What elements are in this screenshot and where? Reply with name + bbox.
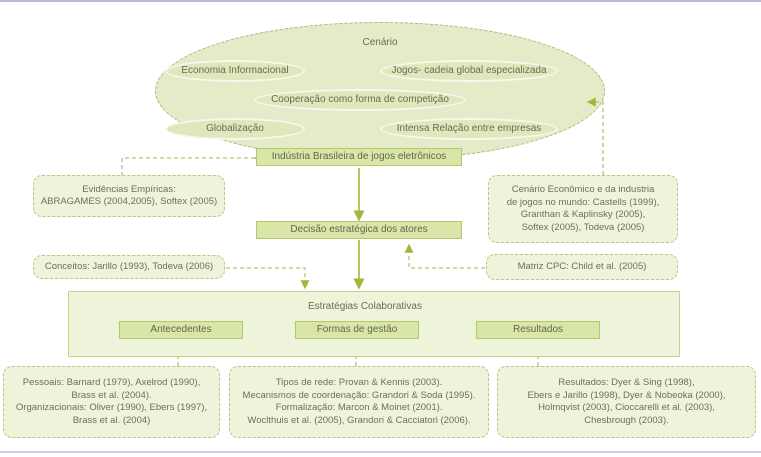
reference-line: Brass et al. (2004)	[72, 414, 151, 426]
reference-line: Ebers e Jarillo (1998), Dyer & Nobeoka (…	[527, 389, 726, 401]
link-concepts-strategies	[226, 267, 310, 290]
link-cpc-decision	[404, 243, 485, 269]
stage-formas-de-gestao: Formas de gestão	[295, 321, 419, 339]
reference-line: Resultados: Dyer & Sing (1998),	[558, 377, 695, 388]
stage-antecedentes: Antecedentes	[119, 321, 243, 339]
reference-line: Brass et al. (2004).	[71, 389, 152, 401]
reference-line: Formalização: Marcon & Moinet (2001).	[275, 402, 443, 413]
management-references: Tipos de rede: Provan & Kennis (2003). M…	[229, 366, 489, 438]
link-economic-scenario	[586, 97, 604, 175]
stage-resultados: Resultados	[476, 321, 600, 339]
scenario-item: Globalização	[165, 118, 305, 140]
reference-line: Woclthuis et al. (2005), Grandori & Cacc…	[247, 414, 471, 426]
cpc-box: Matriz CPC: Child et al. (2005)	[486, 254, 678, 280]
economic-line: Cenário Econômico e da industria	[511, 184, 655, 195]
concepts-box: Conceitos: Jarillo (1993), Todeva (2006)	[33, 255, 225, 279]
reference-line: Holmqvist (2003), Cioccarelli et al. (20…	[538, 402, 715, 413]
reference-line: Tipos de rede: Provan & Kennis (2003).	[275, 377, 443, 388]
results-references: Resultados: Dyer & Sing (1998), Ebers e …	[497, 366, 756, 438]
economic-box: Cenário Econômico e da industria de jogo…	[488, 175, 678, 243]
reference-line: Organizacionais: Oliver (1990), Ebers (1…	[15, 402, 208, 413]
scenario-title: Cenário	[362, 37, 398, 48]
economic-line: Softex (2005), Todeva (2005)	[521, 221, 645, 233]
scenario-item: Jogos- cadeia global especializada	[380, 60, 558, 82]
scenario-item: Intensa Relação entre empresas	[380, 118, 558, 140]
evidence-line: Evidências Empíricas:	[82, 183, 176, 195]
top-rule	[0, 0, 761, 2]
link-evidence-industry	[121, 153, 263, 175]
bottom-rule	[0, 451, 761, 453]
economic-line: Granthan & Kaplinsky (2005),	[520, 209, 646, 220]
evidence-line: ABRAGAMES (2004,2005), Softex (2005)	[40, 196, 218, 207]
reference-line: Pessoais: Barnard (1979), Axelrod (1990)…	[22, 377, 201, 388]
industry-box: Indústria Brasileira de jogos eletrônico…	[256, 148, 462, 166]
reference-line: Chesbrough (2003).	[584, 414, 669, 426]
collaborative-strategies-title: Estratégias Colaborativas	[308, 301, 422, 312]
antecedents-references: Pessoais: Barnard (1979), Axelrod (1990)…	[3, 366, 220, 438]
evidence-box: Evidências Empíricas:ABRAGAMES (2004,200…	[33, 175, 225, 217]
economic-line: de jogos no mundo: Castells (1999),	[506, 196, 660, 208]
scenario-item: Economia Informacional	[165, 60, 305, 82]
reference-line: Mecanismos de coordenação: Grandori & So…	[242, 389, 476, 401]
scenario-item: Cooperação como forma de competição	[254, 89, 466, 111]
decision-box: Decisão estratégica dos atores	[256, 221, 462, 239]
